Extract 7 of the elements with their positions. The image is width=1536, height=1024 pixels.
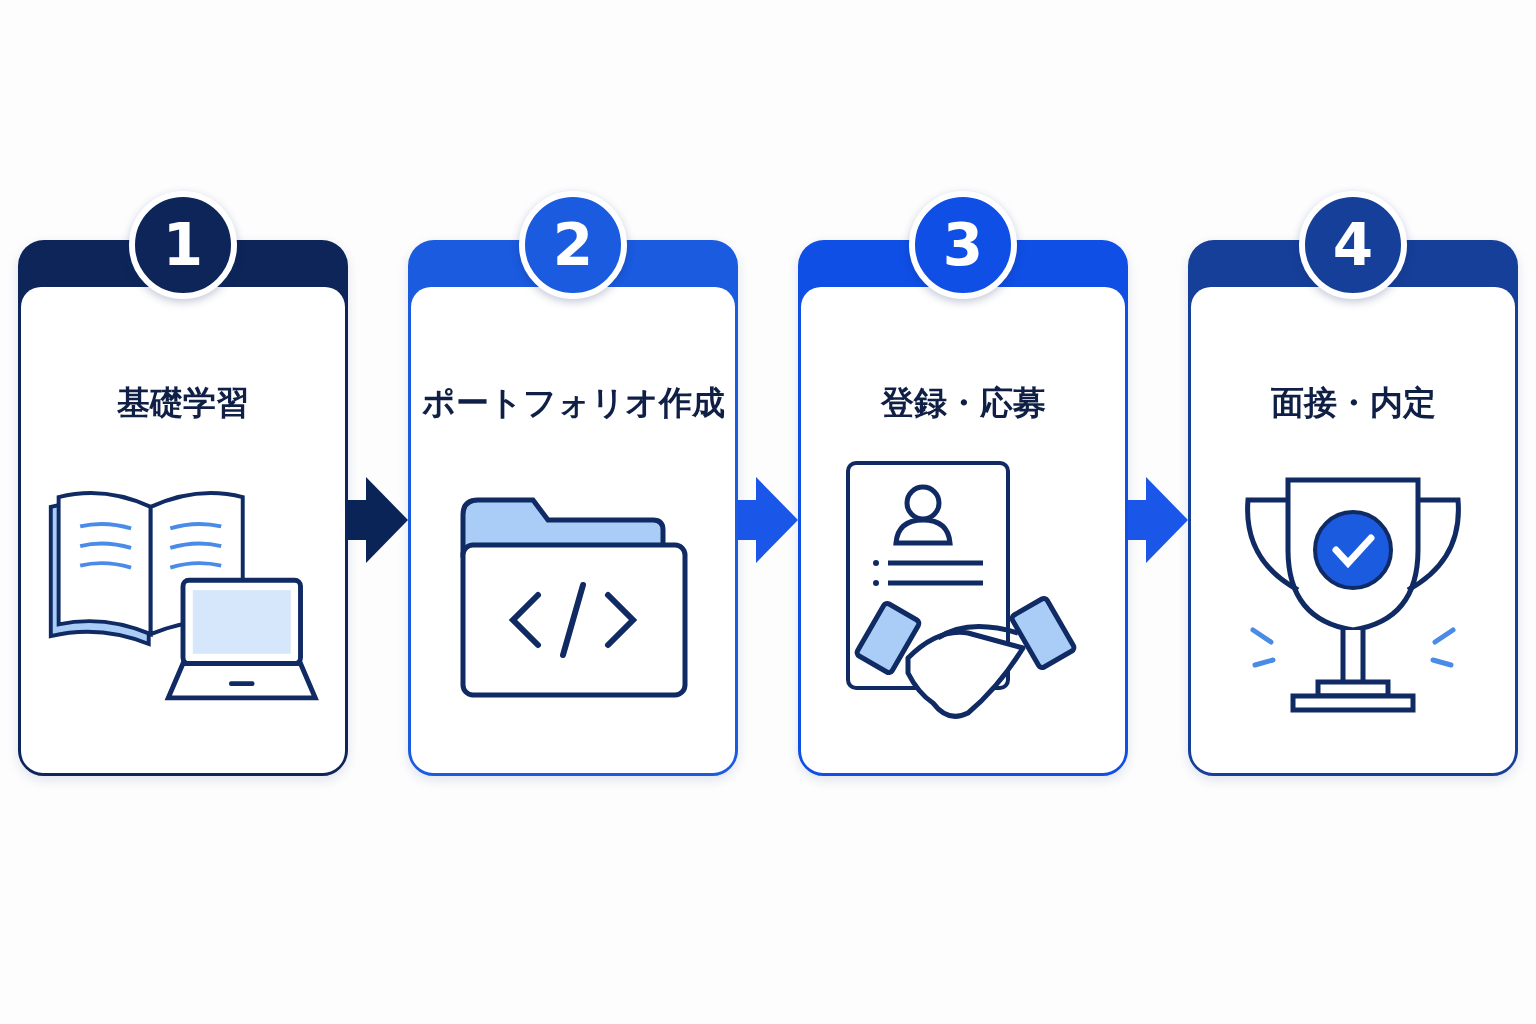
step-title: 面接・内定 [1269, 382, 1437, 424]
step-title: 基礎学習 [116, 382, 250, 424]
arrow [348, 477, 408, 563]
arrow [738, 477, 798, 563]
step-title: 登録・応募 [879, 382, 1047, 424]
arrow [1128, 477, 1188, 563]
step-title: ポートフォリオ作成 [420, 382, 726, 424]
